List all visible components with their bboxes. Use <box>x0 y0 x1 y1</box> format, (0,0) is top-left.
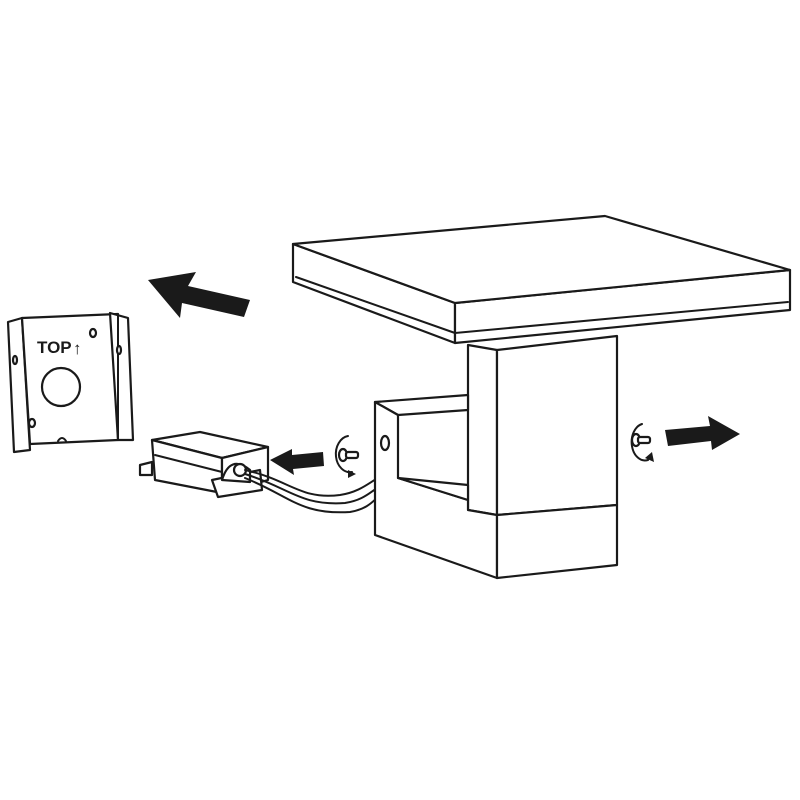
junction-box <box>138 430 270 499</box>
mounting-frame <box>373 393 619 580</box>
wall-bracket: TOP ↑ <box>6 311 135 454</box>
screw-right-icon <box>630 423 654 462</box>
disconnect-arrow-icon <box>270 449 324 475</box>
cables <box>244 469 379 514</box>
remove-bracket-arrow-icon <box>148 272 250 318</box>
top-label: TOP <box>37 338 72 357</box>
pull-right-arrow-icon <box>665 416 740 450</box>
up-arrow-icon: ↑ <box>73 339 82 358</box>
lamp-column <box>466 334 619 517</box>
screw-left-icon <box>334 435 360 478</box>
lamp-head <box>291 214 792 345</box>
